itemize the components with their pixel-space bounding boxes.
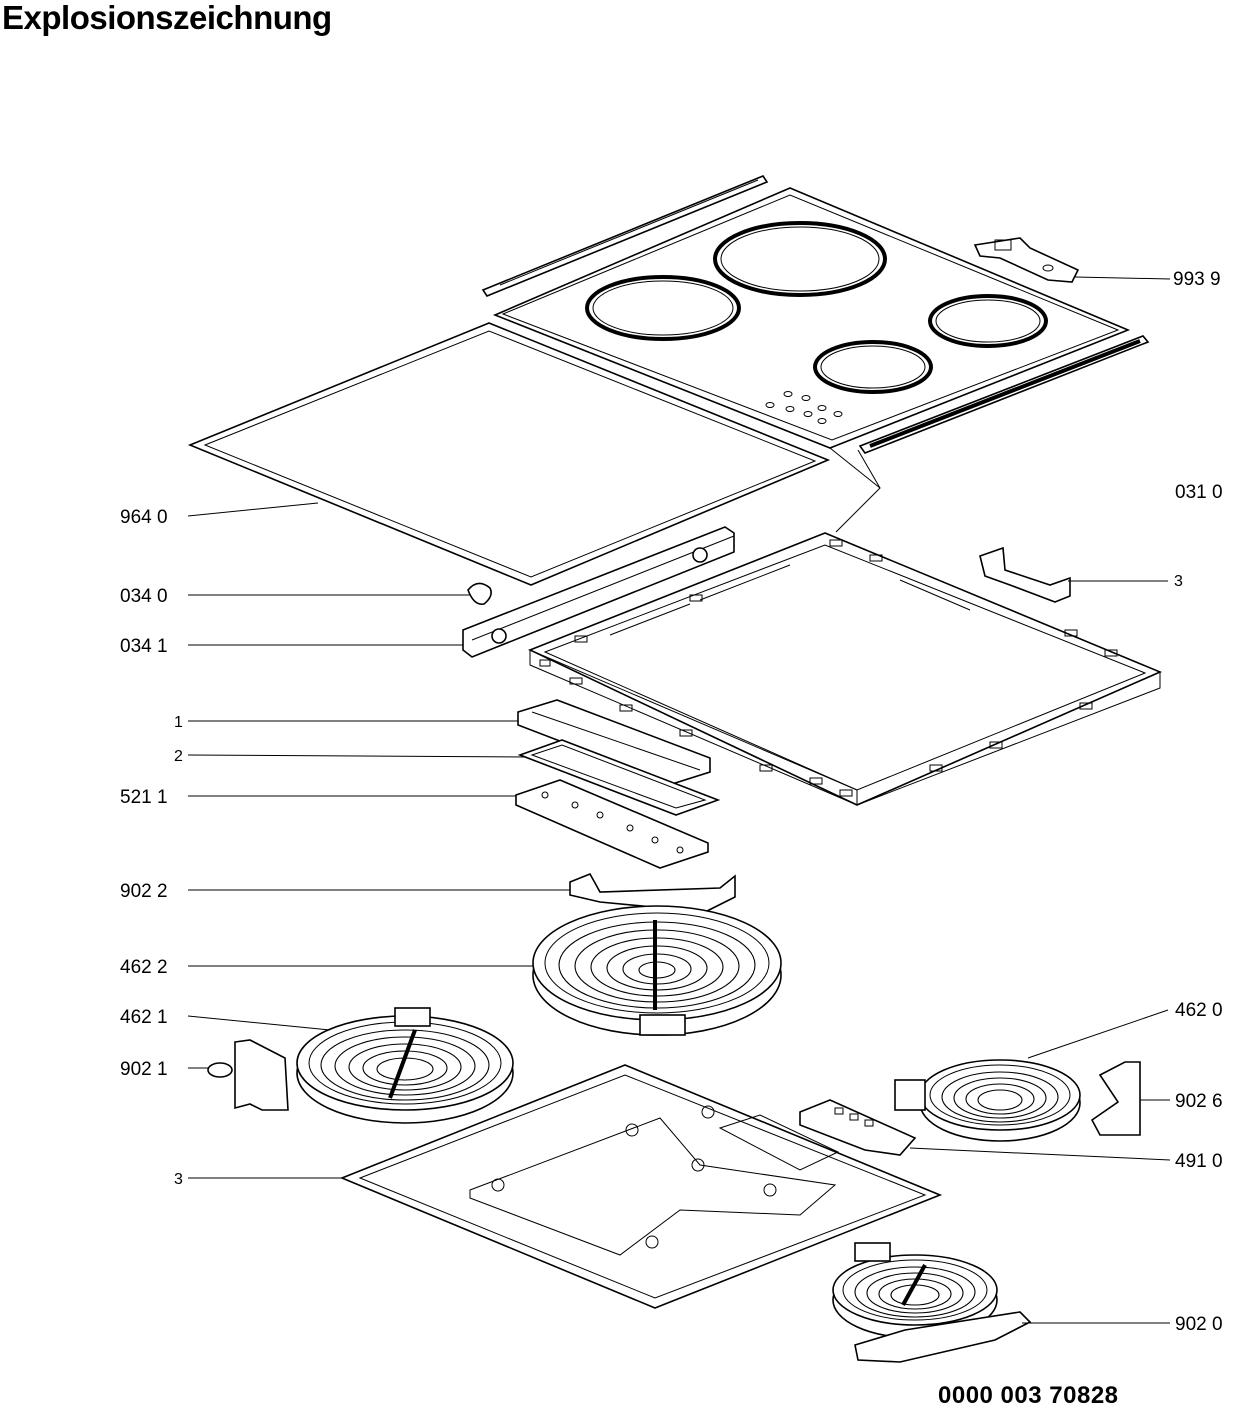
radiant-heater-right: [894, 1009, 1169, 1142]
radiant-heater-large: [188, 905, 782, 1036]
bracket-902-1: [188, 1039, 289, 1111]
label-034-0: 034 0: [120, 586, 168, 607]
radiant-heater-small: [832, 1242, 998, 1339]
label-3-right: 3: [1174, 573, 1183, 590]
radiant-heater-left: [187, 1007, 514, 1124]
bottom-tray: [188, 1064, 943, 1309]
electronics-cover: [188, 699, 711, 785]
label-2: 2: [174, 748, 183, 765]
frame-gasket: [187, 322, 831, 586]
bracket-993-9: [973, 237, 1171, 283]
label-034-1: 034 1: [120, 636, 168, 657]
label-462-2: 462 2: [120, 957, 168, 978]
bracket-902-0: [854, 1311, 1170, 1363]
assembly-guide-lines: [829, 447, 881, 533]
label-462-0: 462 0: [1175, 1000, 1223, 1021]
label-902-2: 902 2: [120, 881, 168, 902]
insulation-plate: [187, 739, 721, 816]
trim-strip-front: [858, 335, 1150, 454]
label-3-left: 3: [174, 1171, 183, 1188]
bracket-3-right: [979, 546, 1168, 603]
label-902-0: 902 0: [1175, 1314, 1223, 1335]
label-1: 1: [174, 714, 183, 731]
clip: [188, 582, 492, 606]
connector-block: [799, 1099, 1171, 1161]
control-rail: [188, 526, 735, 658]
label-031-0: 031 0: [1175, 482, 1223, 503]
label-521-1: 521 1: [120, 787, 168, 808]
label-491-0: 491 0: [1175, 1151, 1223, 1172]
label-993-9: 993 9: [1173, 269, 1221, 290]
diagram-title: Explosionszeichnung: [2, 0, 332, 36]
bracket-902-6: [1090, 1061, 1170, 1136]
trim-strip-rear: [481, 175, 769, 297]
ceramic-glass-top: [492, 187, 1131, 449]
label-902-1: 902 1: [120, 1059, 168, 1080]
label-902-6: 902 6: [1175, 1091, 1223, 1112]
bracket-902-2: [188, 872, 736, 913]
label-462-1: 462 1: [120, 1007, 168, 1028]
main-frame: [527, 532, 1163, 806]
label-964-0: 964 0: [120, 507, 168, 528]
document-number: 0000 003 70828: [938, 1382, 1119, 1409]
control-board: [188, 779, 709, 869]
